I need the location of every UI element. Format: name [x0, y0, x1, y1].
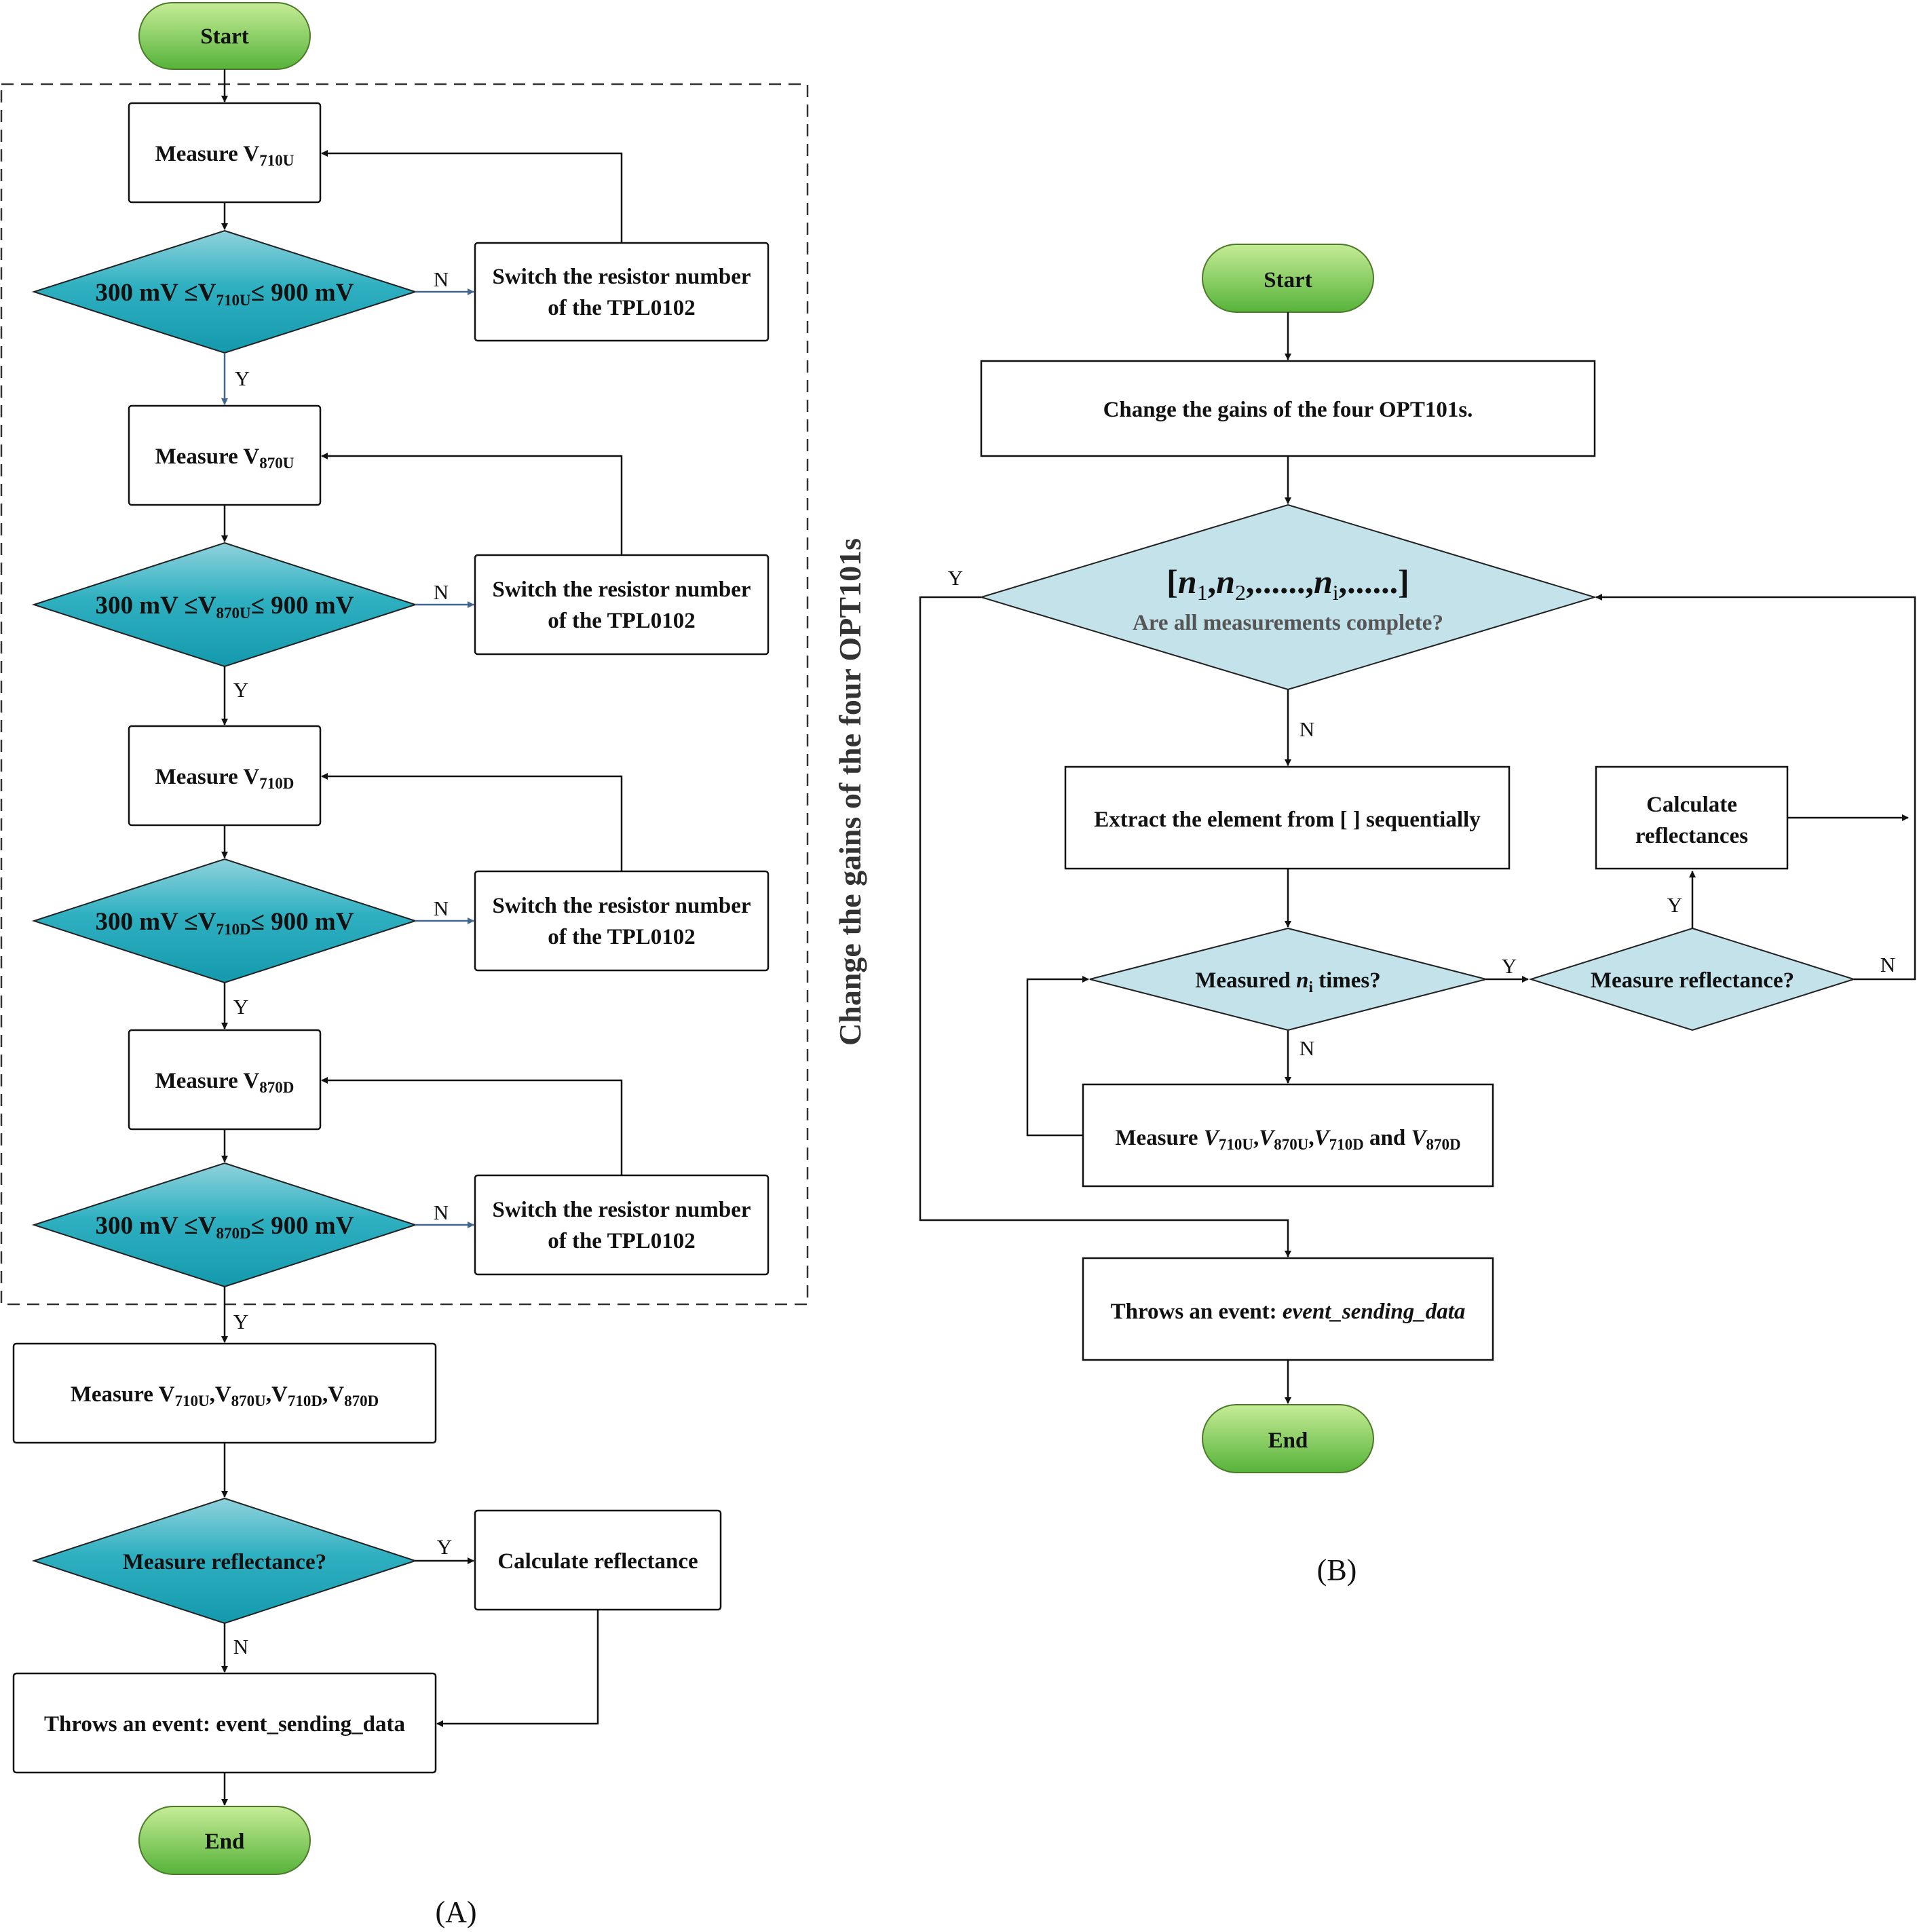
switch-resistor-line2-2: of the TPL0102	[548, 609, 696, 633]
yes-label-870d: Y	[233, 1310, 248, 1333]
caption-a: (A)	[435, 1895, 476, 1929]
change-gains-label: Change the gains of the four OPT101s.	[1103, 398, 1473, 422]
measured-yes-label: Y	[1502, 954, 1517, 978]
measure-v870d-label: Measure V870D	[155, 1069, 295, 1096]
yes-label-710u: Y	[235, 366, 250, 390]
no-label-870d: N	[434, 1200, 449, 1224]
no-label-710u: N	[434, 267, 449, 291]
yes-label-710d: Y	[233, 995, 248, 1019]
measure-v710d-label: Measure V710D	[155, 765, 295, 792]
start-terminal-b: Start	[1202, 244, 1374, 313]
measured-ni-times-label: Measured ni times?	[1195, 968, 1380, 996]
reflect-yes-label-a: Y	[437, 1535, 452, 1559]
measure-reflectance-label-b: Measure reflectance?	[1591, 968, 1794, 993]
measure-reflectance-decision-b	[1528, 927, 1857, 1031]
throw-event-label-b: Throws an event: event_sending_data	[1111, 1300, 1466, 1324]
switch-resistor-box-2	[474, 554, 770, 656]
yes-label-870u: Y	[233, 678, 248, 702]
measured-no-label: N	[1299, 1036, 1314, 1060]
caption-b: (B)	[1317, 1553, 1357, 1587]
range-check-v710d-label: 300 mV ≤V710D≤ 900 mV	[96, 908, 354, 938]
all-complete-label: Are all measurements complete?	[1133, 611, 1443, 635]
switch-resistor-box-3	[474, 870, 770, 972]
switch-resistor-box-4	[474, 1174, 770, 1276]
start-label-b: Start	[1264, 268, 1312, 292]
extract-element-box	[1064, 765, 1511, 870]
range-check-v870d-label: 300 mV ≤V870D≤ 900 mV	[96, 1212, 354, 1242]
switch-resistor-line1-1: Switch the resistor number	[492, 265, 751, 289]
switch-resistor-line1-3: Switch the resistor number	[492, 894, 751, 918]
gain-group-border	[0, 83, 809, 1306]
all-complete-yes-label: Y	[948, 566, 963, 590]
end-terminal-a: End	[138, 1806, 311, 1875]
no-label-870u: N	[434, 580, 449, 604]
measure-voltages-label: Measure V710U,V870U,V710D and V870D	[1115, 1126, 1460, 1153]
switch-resistor-line1-2: Switch the resistor number	[492, 577, 751, 602]
all-complete-no-label: N	[1299, 717, 1314, 741]
throw-event-box-b	[1082, 1257, 1494, 1361]
measure-v870u-label: Measure V870U	[155, 444, 295, 472]
no-label-710d: N	[434, 896, 449, 920]
calculate-reflectances-line1: Calculate	[1646, 793, 1737, 817]
switch-resistor-line2-4: of the TPL0102	[548, 1229, 696, 1253]
switch-resistor-line2-3: of the TPL0102	[548, 925, 696, 949]
measurement-array-label: [n1,n2,......,ni,......]	[1166, 563, 1409, 605]
measure-v710u-label: Measure V710U	[155, 142, 295, 169]
measure-voltages-box	[1082, 1083, 1494, 1188]
throw-event-label-a: Throws an event: event_sending_data	[44, 1712, 405, 1737]
reflect-yes-label-b: Y	[1667, 893, 1682, 917]
extract-element-label: Extract the element from [ ] sequentiall…	[1094, 808, 1481, 832]
range-check-v870u-label: 300 mV ≤V870U≤ 900 mV	[96, 592, 354, 622]
measure-all-label: Measure V710U,V870U,V710D,V870D	[71, 1382, 379, 1409]
reflect-no-label-b: N	[1880, 953, 1895, 977]
start-terminal-a: Start	[138, 2, 311, 70]
range-check-v710u-label: 300 mV ≤V710U≤ 900 mV	[96, 279, 354, 309]
measure-reflectance-label-a: Measure reflectance?	[123, 1550, 326, 1574]
calculate-reflectances-box	[1595, 765, 1789, 870]
reflect-no-label-a: N	[233, 1635, 248, 1659]
end-label-b: End	[1268, 1428, 1308, 1453]
panel-b: Start Change the gains of the four OPT10…	[919, 244, 1916, 1587]
gain-group-label: Change the gains of the four OPT101s	[833, 538, 867, 1046]
start-label-a: Start	[200, 24, 248, 49]
switch-resistor-box-1	[474, 242, 770, 342]
calculate-reflectance-label: Calculate reflectance	[497, 1549, 698, 1574]
calculate-reflectances-line2: reflectances	[1635, 824, 1748, 848]
end-terminal-b: End	[1202, 1404, 1374, 1473]
panel-a: Change the gains of the four OPT101s Sta…	[0, 2, 867, 1929]
change-gains-box	[980, 360, 1596, 457]
end-label-a: End	[205, 1830, 245, 1854]
switch-resistor-line1-4: Switch the resistor number	[492, 1198, 751, 1222]
switch-resistor-line2-1: of the TPL0102	[548, 296, 696, 320]
